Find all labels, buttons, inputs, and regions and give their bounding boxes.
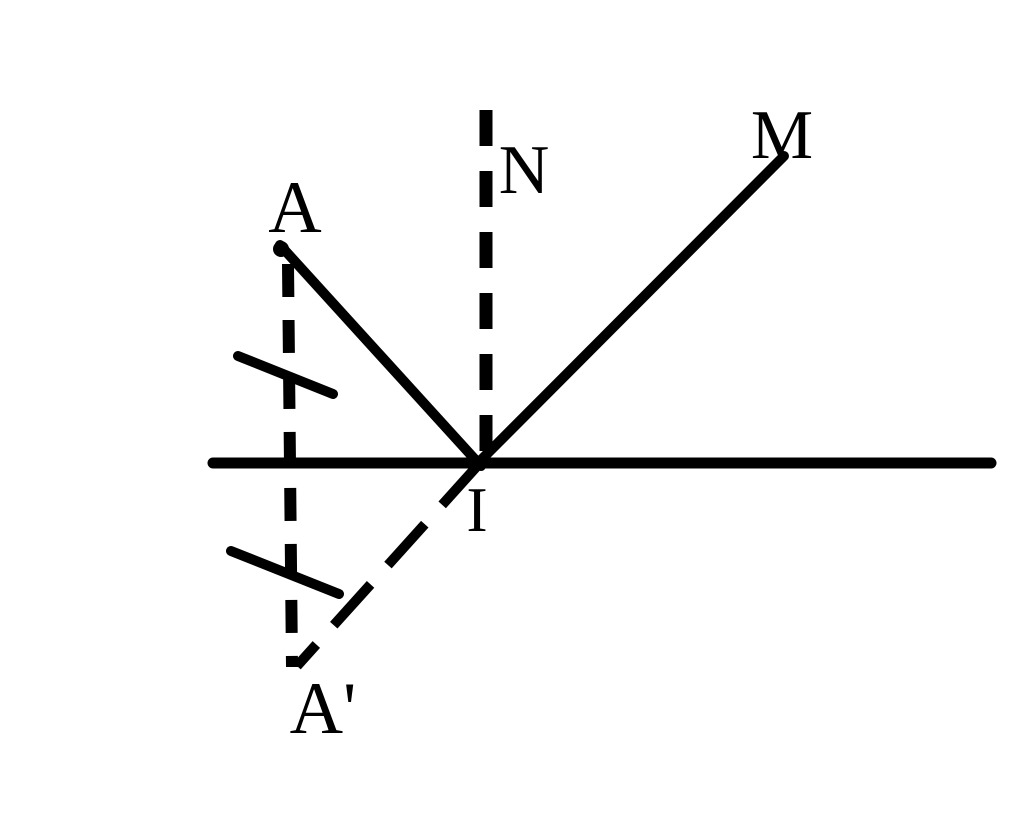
label-image-point: A' [290, 668, 357, 750]
label-reflected-ray: M [751, 97, 813, 174]
label-incidence-point: I [466, 474, 487, 545]
incident-ray [275, 240, 486, 471]
tick-mark-lower [226, 546, 344, 599]
virtual-ray [293, 460, 483, 670]
tick-mark-upper [233, 351, 338, 399]
object-point-dot [273, 241, 289, 257]
label-object-point: A [268, 167, 321, 249]
label-normal: N [499, 132, 550, 209]
reflected-ray [470, 151, 789, 471]
object-image-line [282, 263, 298, 668]
